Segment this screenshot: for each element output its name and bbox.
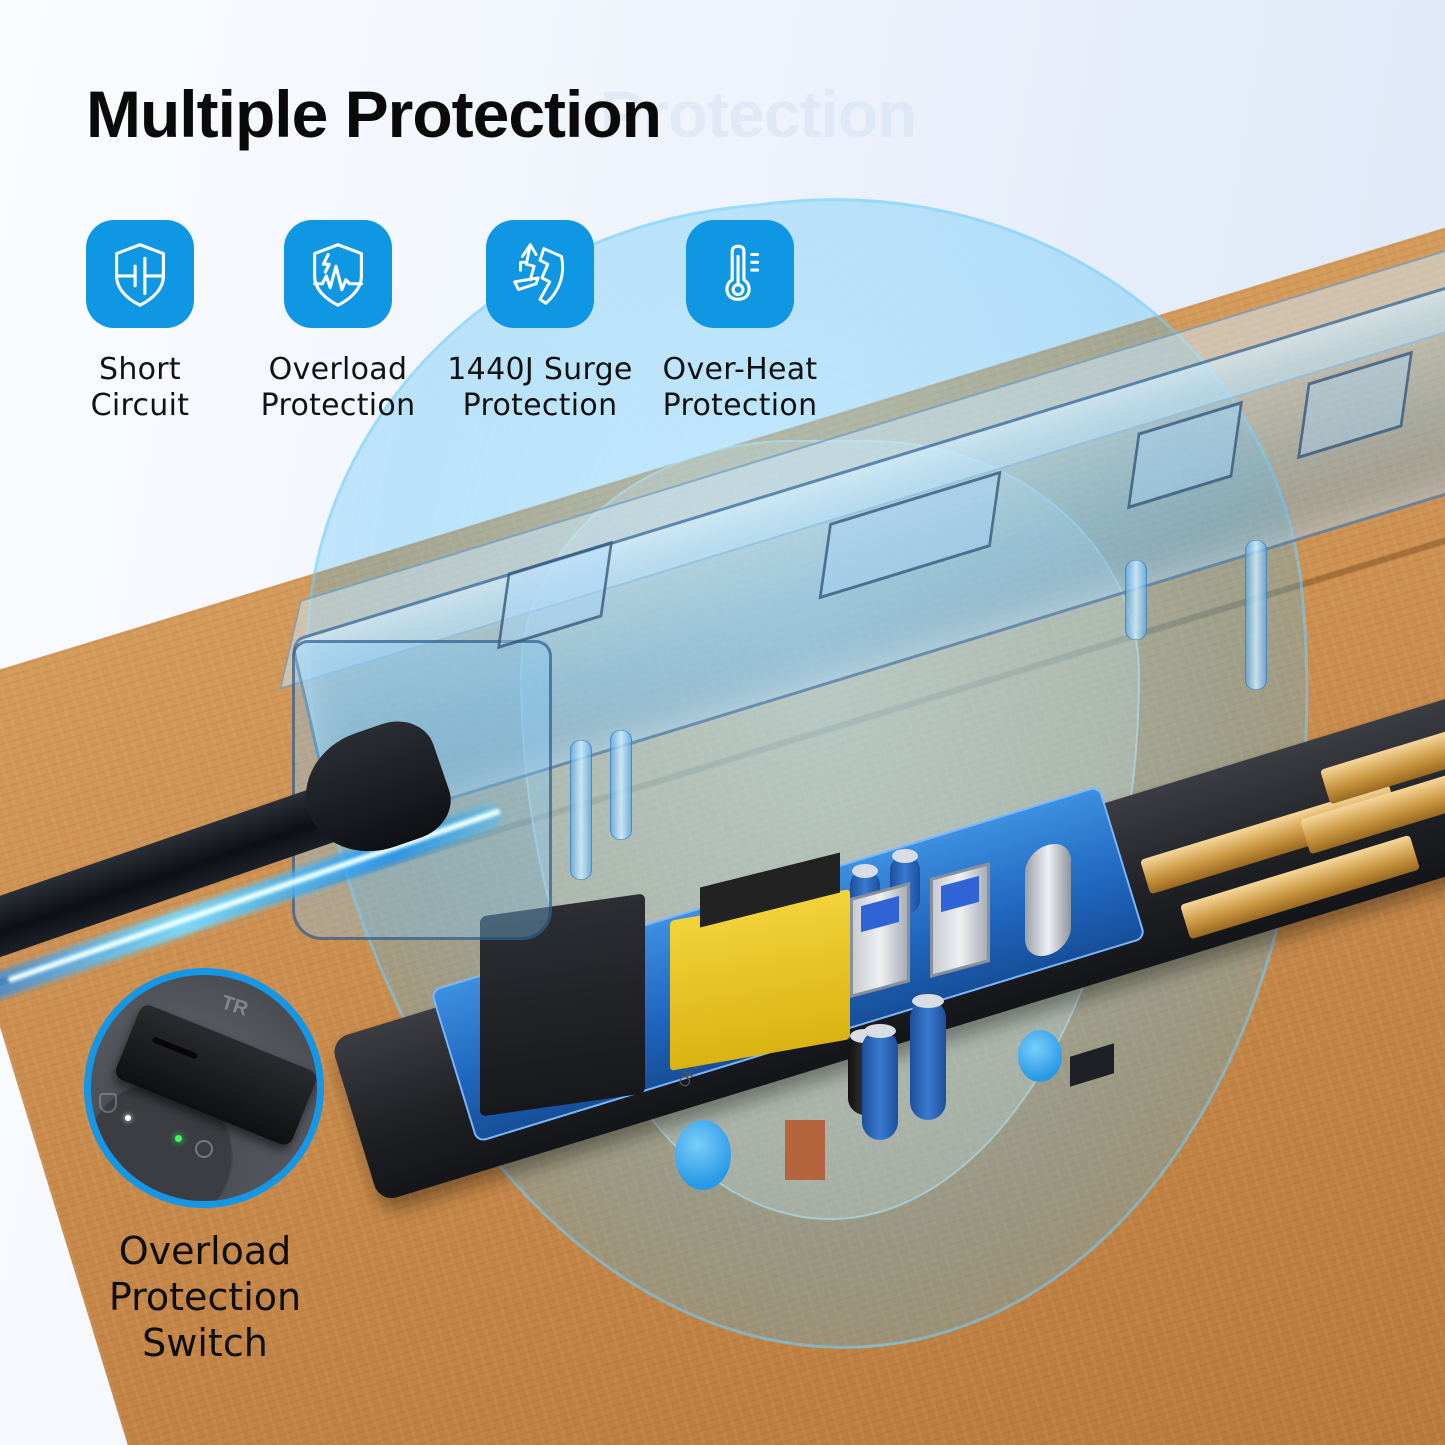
feature-overload: Overload Protection xyxy=(238,220,438,424)
outlet-prong xyxy=(1125,560,1147,640)
outlet-prong xyxy=(610,730,632,840)
callout-label: Overload Protection Switch xyxy=(108,1229,302,1365)
outlet-prong xyxy=(1245,540,1267,690)
outlet-prong xyxy=(570,740,592,880)
shield-overload-icon xyxy=(284,220,392,328)
rocker-switch xyxy=(112,1002,317,1148)
usb-a-port xyxy=(850,881,910,999)
usb-a-port xyxy=(930,861,990,979)
page-title: Multiple Protection xyxy=(86,77,662,151)
title-ghost-text: Protection xyxy=(600,77,917,151)
protection-led xyxy=(125,1115,131,1121)
feature-label: 1440J Surge Protection xyxy=(447,352,633,423)
thermometer-icon xyxy=(686,220,794,328)
varistor xyxy=(675,1120,731,1190)
feature-over-heat: Over-Heat Protection xyxy=(640,220,840,424)
varistor xyxy=(1018,1030,1062,1082)
feature-surge: 1440J Surge Protection xyxy=(440,220,640,424)
power-led xyxy=(175,1135,182,1142)
protection-indicator-icon xyxy=(99,1093,117,1113)
brand-logo-text: TR xyxy=(218,991,251,1021)
feature-short-circuit: Short Circuit xyxy=(40,220,240,424)
feature-label: Overload Protection xyxy=(260,352,416,423)
electrolytic-capacitor xyxy=(910,994,946,1120)
usb-c-port xyxy=(1025,838,1071,962)
surge-lightning-shield-icon xyxy=(486,220,594,328)
fuse-block xyxy=(785,1120,825,1180)
transformer xyxy=(670,889,850,1071)
shield-short-circuit-icon xyxy=(86,220,194,328)
overload-switch-callout: TR xyxy=(84,968,324,1208)
electrolytic-capacitor xyxy=(862,1024,898,1140)
feature-label: Short Circuit xyxy=(90,352,190,423)
power-icon xyxy=(195,1140,213,1158)
feature-label: Over-Heat Protection xyxy=(662,352,818,423)
